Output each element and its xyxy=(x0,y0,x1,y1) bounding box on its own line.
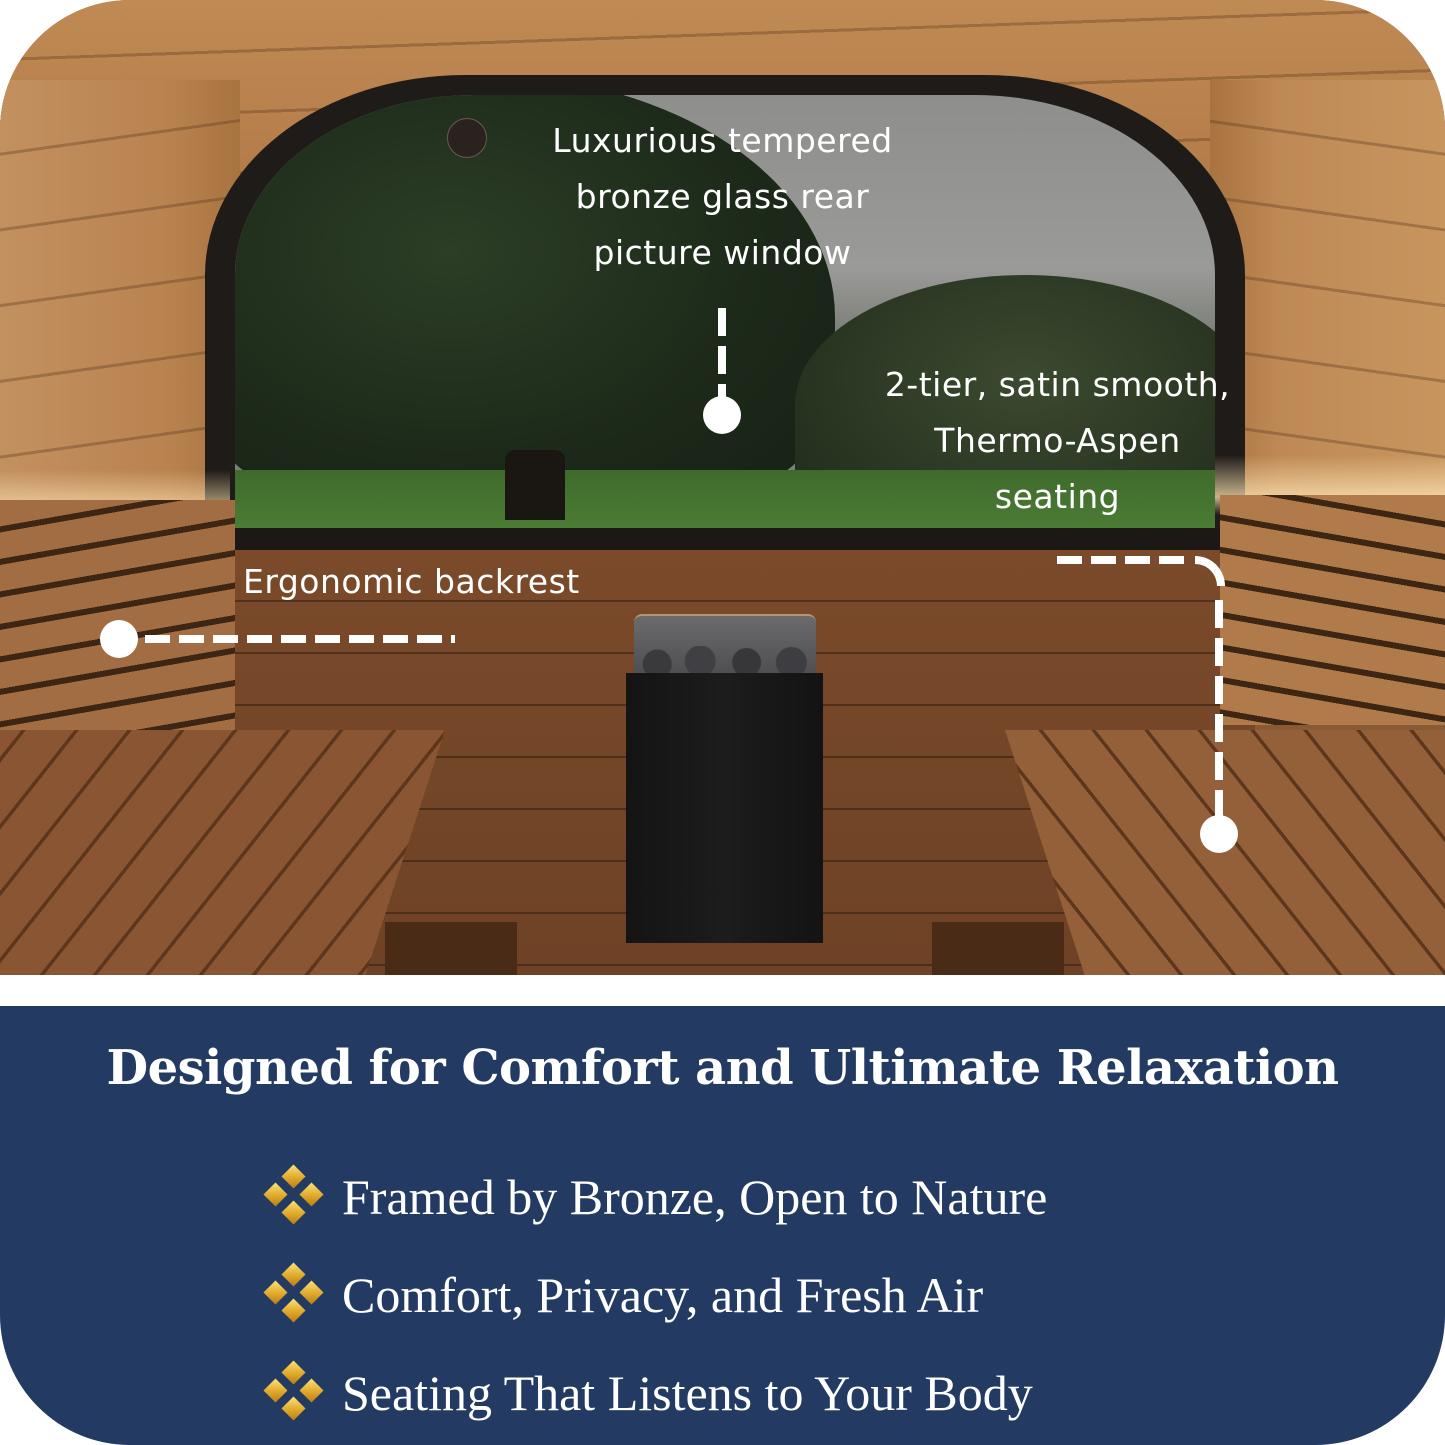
callout-seating-marker xyxy=(1200,815,1238,853)
callout-backrest-line-1: Ergonomic backrest xyxy=(243,562,580,601)
sauna-interior-photo: Luxurious tempered bronze glass rear pic… xyxy=(0,0,1445,975)
callout-window-line-1: Luxurious tempered xyxy=(552,121,893,160)
sauna-heater xyxy=(626,673,823,943)
callout-window-line-2: bronze glass rear xyxy=(575,177,870,216)
feature-label: Comfort, Privacy, and Fresh Air xyxy=(342,1267,984,1323)
gold-diamond-cluster-icon xyxy=(262,1360,326,1425)
window-sill xyxy=(205,528,1245,550)
step-left xyxy=(385,922,517,975)
trees-left xyxy=(235,95,835,515)
callout-backrest: Ergonomic backrest xyxy=(243,554,580,610)
callout-seating-line-2: Thermo-Aspen xyxy=(934,421,1181,460)
lawn xyxy=(235,470,1215,530)
feature-item: Comfort, Privacy, and Fresh Air xyxy=(262,1246,1047,1344)
feature-label: Framed by Bronze, Open to Nature xyxy=(342,1169,1048,1225)
feature-item: Framed by Bronze, Open to Nature xyxy=(262,1148,1047,1246)
feature-item: Seating That Listens to Your Body xyxy=(262,1344,1047,1442)
feature-label: Seating That Listens to Your Body xyxy=(342,1365,1033,1421)
feature-list: Framed by Bronze, Open to Nature Comfort… xyxy=(262,1148,1047,1442)
backrest-left xyxy=(0,500,235,730)
backrest-right xyxy=(1220,495,1445,725)
callout-window: Luxurious tempered bronze glass rear pic… xyxy=(500,113,945,281)
callout-window-line-3: picture window xyxy=(593,233,852,272)
callout-seating-line-1: 2-tier, satin smooth, xyxy=(884,365,1231,404)
callout-seating: 2-tier, satin smooth, Thermo-Aspen seati… xyxy=(840,357,1275,525)
gold-diamond-cluster-icon xyxy=(262,1164,326,1229)
callout-seating-line-3: seating xyxy=(994,477,1121,516)
feature-panel: Designed for Comfort and Ultimate Relaxa… xyxy=(0,1006,1445,1445)
sauna-stones xyxy=(640,646,812,676)
tree-trunk xyxy=(505,450,565,520)
callout-seating-leader-h xyxy=(1057,556,1192,564)
callout-window-leader xyxy=(718,308,726,400)
panel-title: Designed for Comfort and Ultimate Relaxa… xyxy=(106,1040,1339,1096)
vent-icon xyxy=(447,118,487,158)
callout-seating-leader-corner xyxy=(1195,556,1225,586)
gold-diamond-cluster-icon xyxy=(262,1262,326,1327)
callout-backrest-marker xyxy=(100,620,138,658)
callout-backrest-leader xyxy=(145,635,455,643)
callout-seating-leader-v xyxy=(1215,600,1223,818)
step-right xyxy=(932,922,1064,975)
callout-window-marker xyxy=(703,396,741,434)
